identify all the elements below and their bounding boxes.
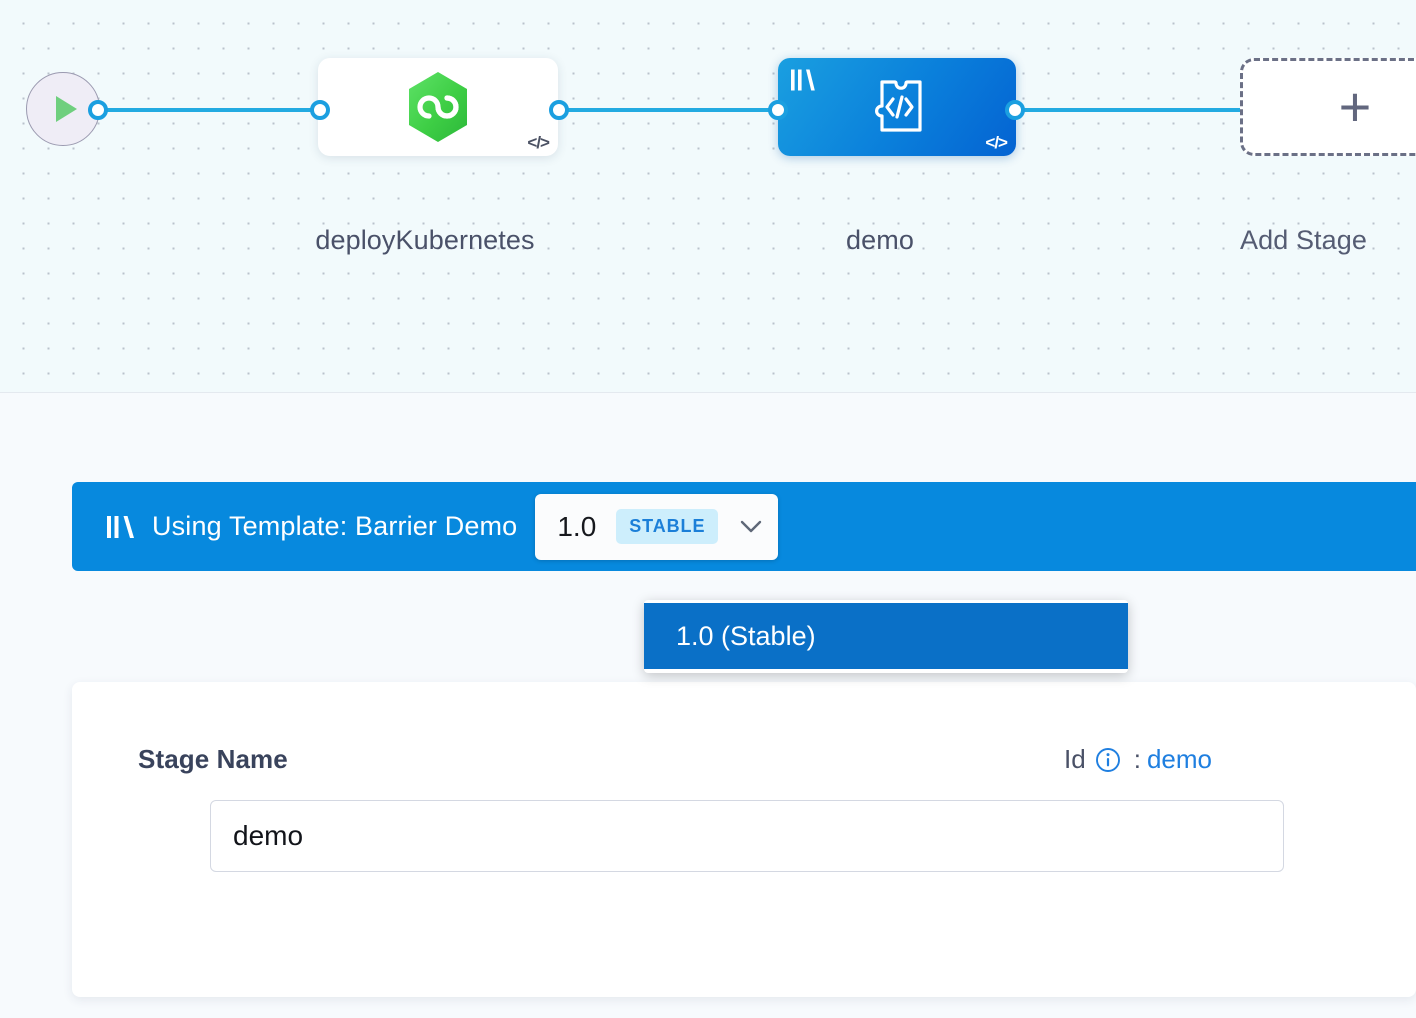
stage-id-value: demo	[1146, 744, 1212, 774]
using-template-banner: Using Template: Barrier Demo 1.0 STABLE	[72, 482, 1416, 571]
using-template-label: Using Template: Barrier Demo	[152, 511, 518, 541]
id-separator: :	[1133, 744, 1141, 774]
stage-name-row: Stage Name Id : demo	[138, 744, 1212, 775]
template-library-icon	[107, 515, 134, 538]
pipeline-canvas[interactable]: </> </> + deployKubernetes demo Add Stag…	[0, 0, 1416, 393]
template-version-dropdown-menu[interactable]: 1.0 (Stable)	[644, 600, 1128, 673]
edge-demo-to-add	[1005, 108, 1255, 112]
template-library-icon	[791, 69, 815, 91]
template-version-select[interactable]: 1.0 STABLE	[535, 493, 779, 560]
stage-node-demo[interactable]: </>	[778, 58, 1016, 156]
stage-name-input[interactable]	[210, 800, 1284, 872]
connector-dot-deploy-out[interactable]	[549, 100, 569, 120]
chevron-down-icon	[741, 520, 762, 533]
info-circle-icon[interactable]	[1095, 747, 1121, 773]
edge-start-to-deploy	[96, 108, 332, 112]
id-label: Id	[1064, 744, 1086, 774]
add-stage-node[interactable]: +	[1240, 58, 1416, 156]
play-icon	[56, 96, 77, 122]
stage-node-label-demo: demo	[846, 225, 914, 255]
add-stage-label: Add Stage	[1240, 225, 1368, 255]
template-version-value: 1.0	[557, 510, 597, 542]
plus-icon: +	[1338, 75, 1372, 138]
stage-node-label-deploykubernetes: deployKubernetes	[315, 225, 535, 255]
connector-dot-demo-out[interactable]	[1005, 100, 1025, 120]
connector-dot-start-out[interactable]	[88, 100, 108, 120]
harness-hexagon-icon	[318, 58, 558, 156]
edge-deploy-to-demo	[548, 108, 788, 112]
connector-dot-demo-in[interactable]	[768, 100, 788, 120]
stage-name-label: Stage Name	[138, 744, 288, 774]
stable-badge: STABLE	[616, 509, 719, 544]
pipeline-start-node[interactable]	[26, 72, 100, 146]
stage-details-card: Stage Name Id : demo	[72, 682, 1416, 997]
code-icon: </>	[527, 133, 550, 152]
version-option-1-0-stable[interactable]: 1.0 (Stable)	[644, 603, 1128, 669]
stage-node-deploykubernetes[interactable]: </>	[318, 58, 558, 156]
stage-config-panel: Using Template: Barrier Demo 1.0 STABLE …	[0, 393, 1416, 1018]
connector-dot-deploy-in[interactable]	[310, 100, 330, 120]
code-icon: </>	[985, 133, 1008, 152]
stage-id-display: Id : demo	[1064, 744, 1212, 775]
template-puzzle-code-icon	[778, 58, 1016, 156]
